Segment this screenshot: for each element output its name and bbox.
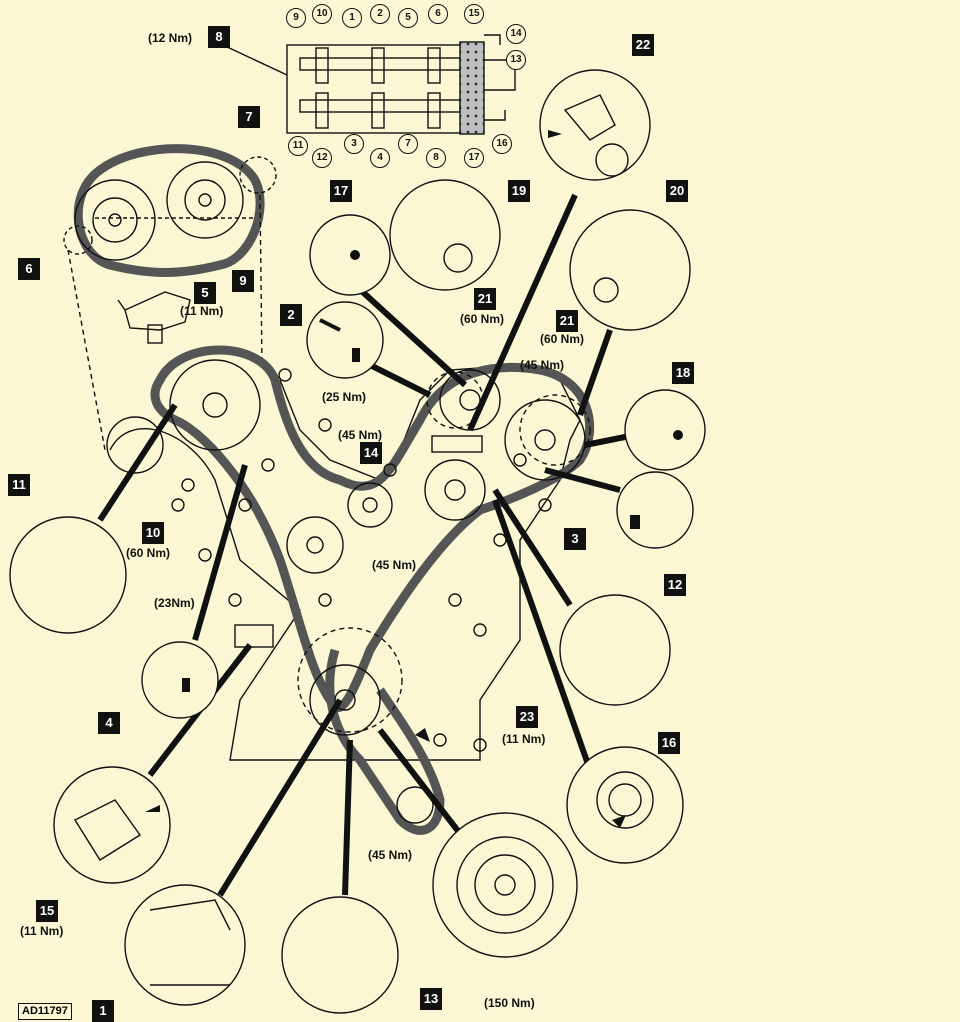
bearing-number: 16 <box>492 134 512 154</box>
bearing-number: 15 <box>464 4 484 24</box>
bearing-number: 13 <box>506 50 526 70</box>
bearing-number: 12 <box>312 148 332 168</box>
bearing-number: 8 <box>426 148 446 168</box>
bearing-number: 9 <box>286 8 306 28</box>
callout-5-torque: (11 Nm) <box>180 304 224 318</box>
callout-13[interactable]: 13 <box>420 988 442 1010</box>
torque-23: (23Nm) <box>154 596 195 610</box>
callout-19[interactable]: 19 <box>508 180 530 202</box>
inset-details <box>73 94 654 986</box>
callout-8-torque: (12 Nm) <box>148 31 193 45</box>
callout-21b[interactable]: 21 <box>556 310 578 332</box>
figure-code: AD11797 <box>18 1003 72 1020</box>
camshaft-carrier <box>207 34 516 135</box>
callout-11[interactable]: 11 <box>8 474 30 496</box>
cam-position-sensor <box>117 291 191 344</box>
callout-10[interactable]: 10 <box>142 522 164 544</box>
callout-9[interactable]: 9 <box>232 270 254 292</box>
callout-16[interactable]: 16 <box>658 732 680 754</box>
torque-150: (150 Nm) <box>484 996 535 1010</box>
engine-block-outline <box>106 364 581 761</box>
callout-15[interactable]: 15 <box>36 900 58 922</box>
torque-45-center: (45 Nm) <box>372 558 417 572</box>
callout-5[interactable]: 5 <box>194 282 216 304</box>
callout-1[interactable]: 1 <box>92 1000 114 1022</box>
bearing-number: 5 <box>398 8 418 28</box>
cam-sprockets-exploded <box>63 144 277 451</box>
torque-25: (25 Nm) <box>322 390 367 404</box>
detail-insets[interactable] <box>9 69 706 1014</box>
bolt-holes <box>171 368 552 752</box>
callout-3[interactable]: 3 <box>564 528 586 550</box>
callout-2[interactable]: 2 <box>280 304 302 326</box>
torque-45-mid: (45 Nm) <box>338 428 383 442</box>
callout-20[interactable]: 20 <box>666 180 688 202</box>
callout-21a-torque: (60 Nm) <box>460 312 505 326</box>
callout-17[interactable]: 17 <box>330 180 352 202</box>
bearing-number: 3 <box>344 134 364 154</box>
callout-6[interactable]: 6 <box>18 258 40 280</box>
leader-lines <box>97 193 636 897</box>
bearing-number: 10 <box>312 4 332 24</box>
callout-22[interactable]: 22 <box>632 34 654 56</box>
bearing-number: 4 <box>370 148 390 168</box>
bearing-number: 1 <box>342 8 362 28</box>
callout-18[interactable]: 18 <box>672 362 694 384</box>
bearing-number: 2 <box>370 4 390 24</box>
callout-23[interactable]: 23 <box>516 706 538 728</box>
callout-14[interactable]: 14 <box>360 442 382 464</box>
bearing-number: 6 <box>428 4 448 24</box>
callout-15-torque: (11 Nm) <box>20 924 64 938</box>
torque-45-lower: (45 Nm) <box>368 848 413 862</box>
bearing-number: 11 <box>288 136 308 156</box>
callout-23-torque: (11 Nm) <box>502 732 546 746</box>
callout-8[interactable]: 8 <box>208 26 230 48</box>
bearing-number: 17 <box>464 148 484 168</box>
bearing-number: 7 <box>398 134 418 154</box>
callout-4[interactable]: 4 <box>98 712 120 734</box>
callout-10-torque: (60 Nm) <box>126 546 171 560</box>
callout-12[interactable]: 12 <box>664 574 686 596</box>
callout-21a[interactable]: 21 <box>474 288 496 310</box>
torque-45-top: (45 Nm) <box>520 358 565 372</box>
bearing-number: 14 <box>506 24 526 44</box>
callout-7[interactable]: 7 <box>238 106 260 128</box>
callout-21b-torque: (60 Nm) <box>540 332 585 346</box>
